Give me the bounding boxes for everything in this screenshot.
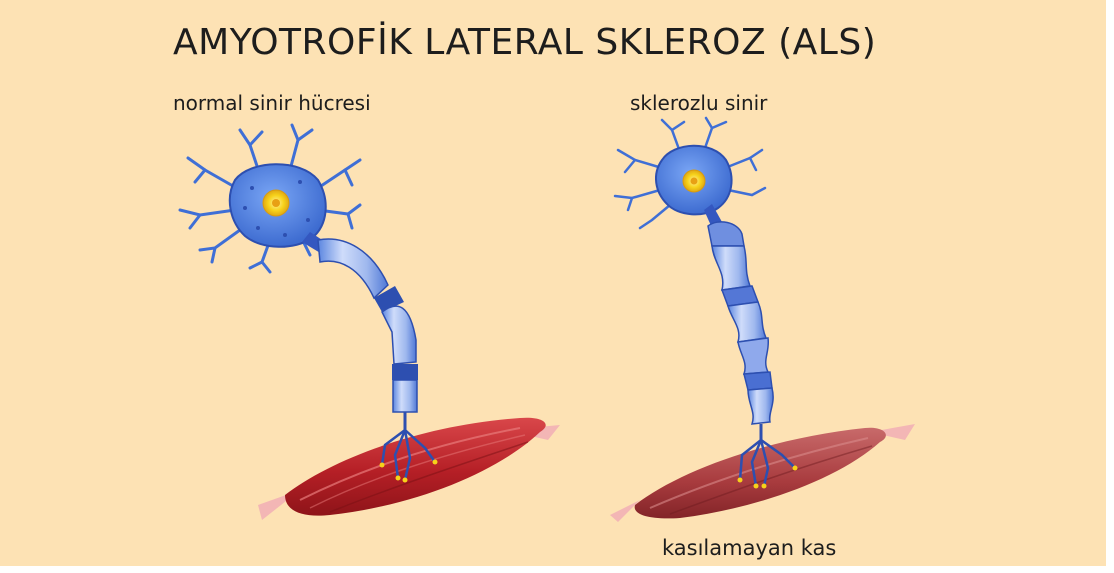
normal-neuron — [180, 125, 438, 483]
sclerotic-neuron — [615, 118, 798, 489]
